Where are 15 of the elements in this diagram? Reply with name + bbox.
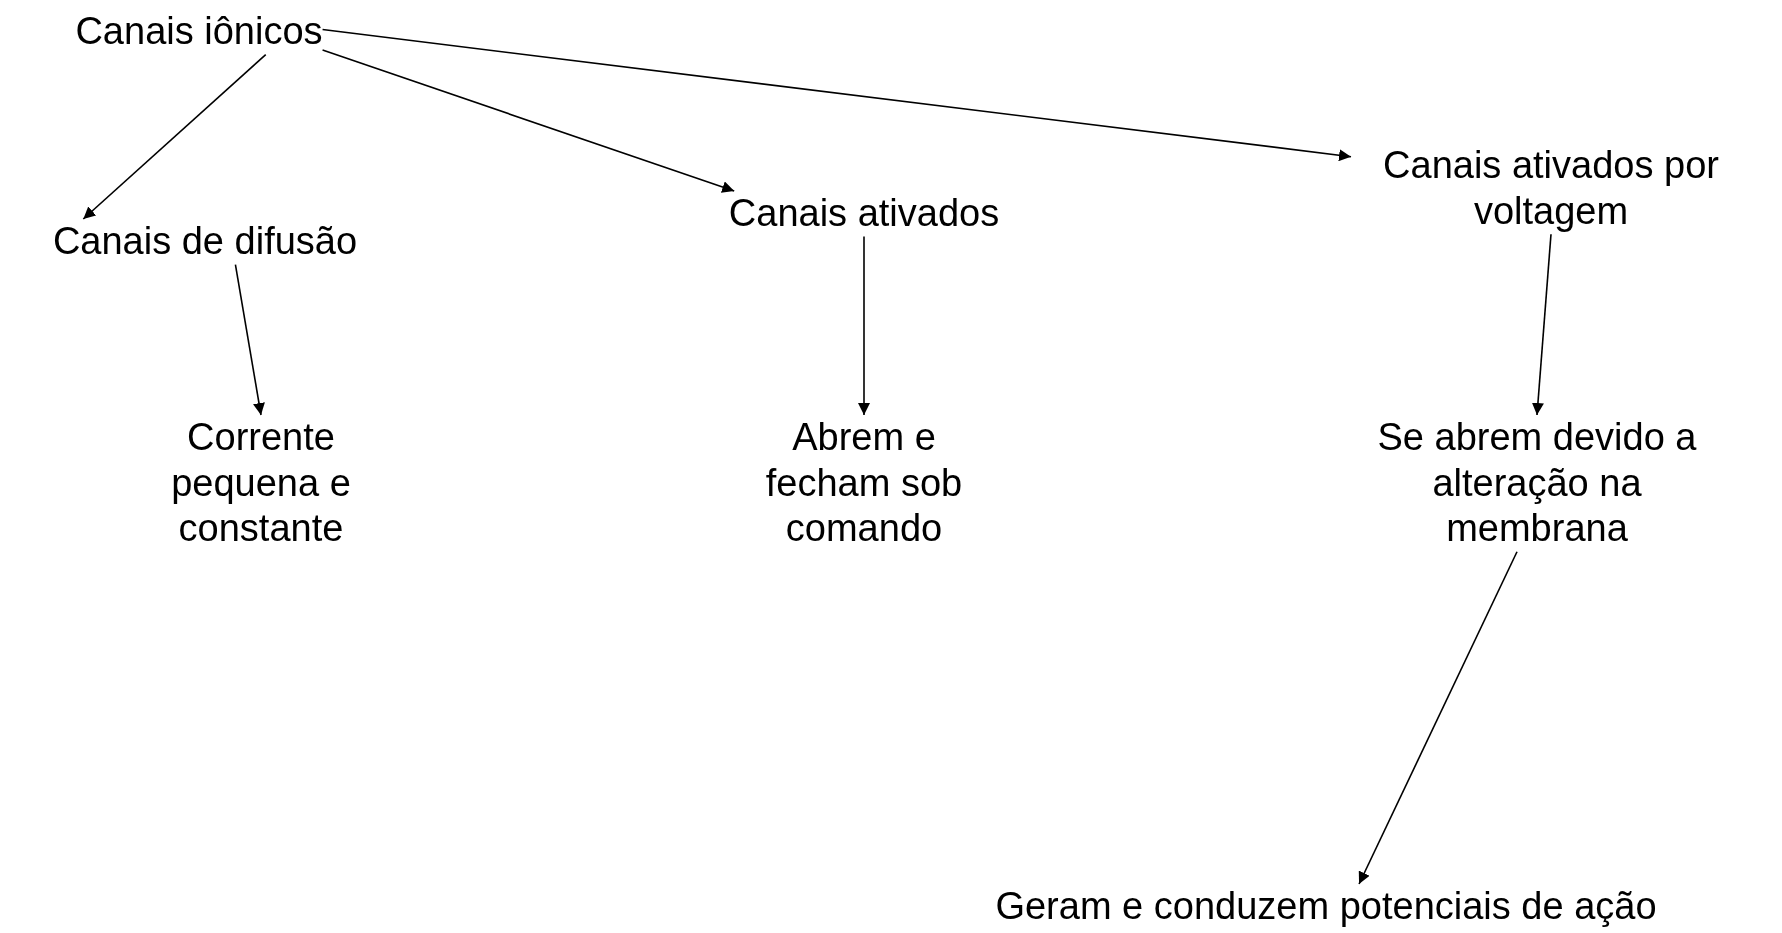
arrow [321,49,735,193]
text-label: Canais iônicos [75,9,323,55]
text-label: Corrente pequena e constante [141,415,381,552]
text-label: Abrem e fecham sob comando [744,415,984,552]
text-label: Se abrem devido a alteração na membrana [1337,415,1737,552]
arrow [234,263,265,416]
text-label: Geram e conduzem potenciais de ação [995,884,1657,930]
text-label: Canais de difusão [52,219,358,265]
text-label: Canais ativados [728,191,1000,237]
arrow [82,53,267,220]
text-label: Canais ativados por voltagem [1351,143,1751,235]
arrow [1531,233,1552,416]
arrow [1358,551,1518,885]
arrow [858,235,870,416]
arrow [321,28,1352,162]
